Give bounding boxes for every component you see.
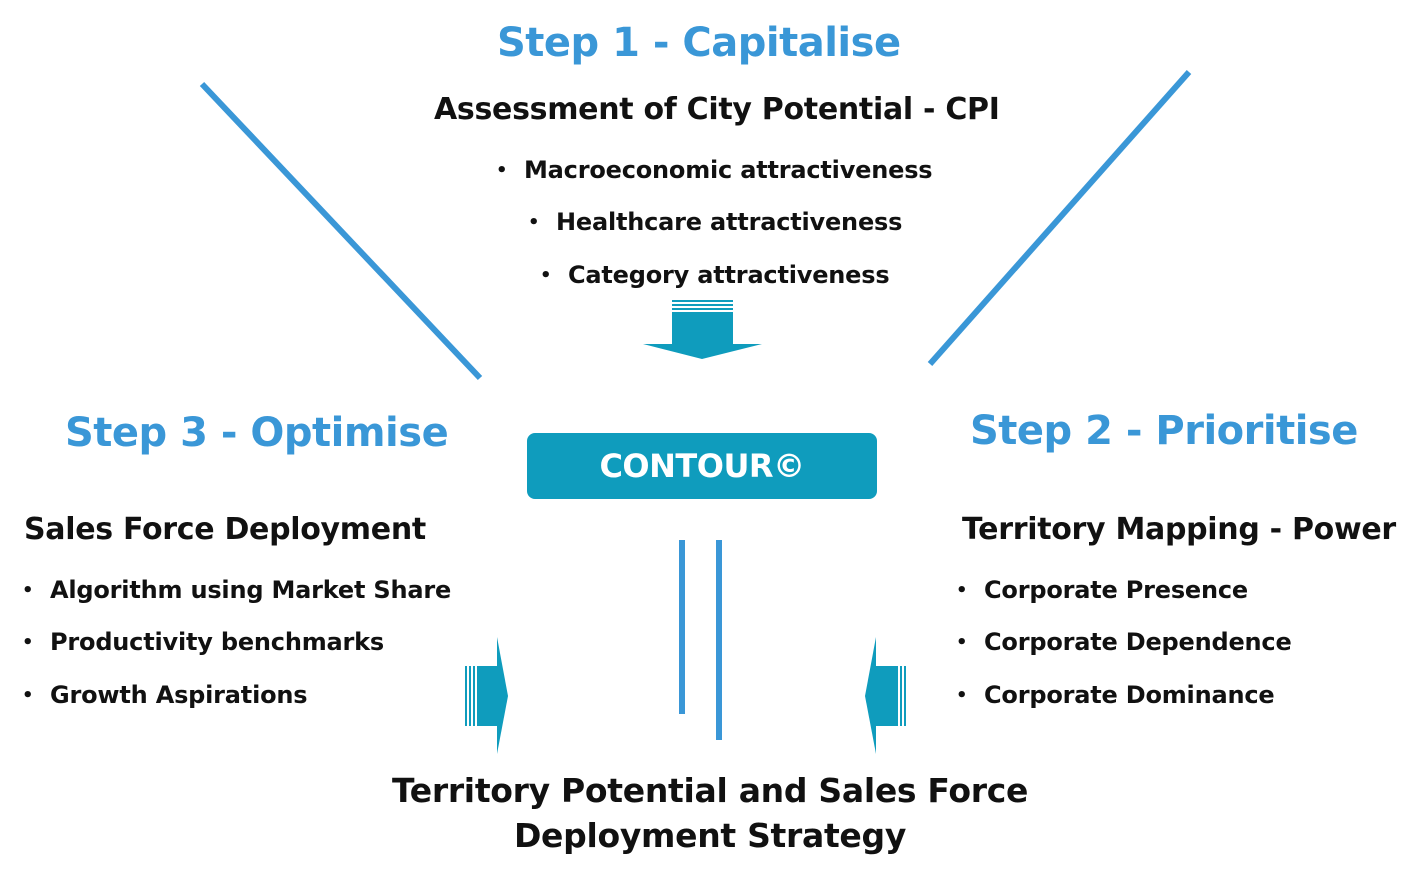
step2-bullet-item: • Corporate Dependence [956, 628, 1292, 656]
step3-bullet-text: Productivity benchmarks [50, 628, 384, 656]
step1-bullet-text: Macroeconomic attractiveness [524, 156, 933, 184]
step2-bullet-text: Corporate Presence [984, 576, 1248, 604]
step2-bullet-text: Corporate Dependence [984, 628, 1292, 656]
step2-bullet-text: Corporate Dominance [984, 681, 1275, 709]
step3-bullet-text: Algorithm using Market Share [50, 576, 452, 604]
diagonal-line-right [927, 70, 1192, 366]
diagonal-line-left [199, 81, 483, 381]
arrow-left-icon [865, 637, 906, 754]
step3-bullet-item: • Algorithm using Market Share [22, 576, 451, 604]
step3-bullet-text: Growth Aspirations [50, 681, 308, 709]
bullet-icon: • [956, 685, 968, 706]
bullet-icon: • [956, 580, 968, 601]
bullet-icon: • [22, 685, 34, 706]
result-line-2: Deployment Strategy [513, 816, 907, 855]
step1-bullet-text: Category attractiveness [568, 261, 890, 289]
step1-bullet-item: • Category attractiveness [540, 261, 890, 289]
step1-bullet-item: • Macroeconomic attractiveness [496, 156, 933, 184]
step1-bullet-item: • Healthcare attractiveness [528, 208, 902, 236]
step2-subtitle: Territory Mapping - Power [962, 512, 1396, 547]
step1-subtitle: Assessment of City Potential - CPI [434, 92, 1000, 127]
step3-subtitle: Sales Force Deployment [24, 512, 426, 547]
result-title: Territory Potential and Sales Force Depl… [360, 768, 1060, 858]
step3-bullet-item: • Growth Aspirations [22, 681, 308, 709]
step3-title: Step 3 - Optimise [65, 410, 449, 456]
bullet-icon: • [22, 580, 34, 601]
bullet-icon: • [528, 212, 540, 233]
step2-bullet-item: • Corporate Presence [956, 576, 1248, 604]
bullet-icon: • [540, 265, 552, 286]
step1-bullet-text: Healthcare attractiveness [556, 208, 903, 236]
contour-box: CONTOUR© [527, 433, 877, 499]
step1-title: Step 1 - Capitalise [497, 20, 901, 66]
arrow-down-icon [643, 300, 762, 359]
step3-bullet-item: • Productivity benchmarks [22, 628, 384, 656]
bullet-icon: • [22, 632, 34, 653]
bullet-icon: • [496, 160, 508, 181]
result-line-1: Territory Potential and Sales Force [391, 771, 1029, 810]
step2-title: Step 2 - Prioritise [970, 408, 1358, 454]
bullet-icon: • [956, 632, 968, 653]
arrow-right-icon [465, 637, 508, 754]
contour-label: CONTOUR© [599, 447, 805, 485]
step2-bullet-item: • Corporate Dominance [956, 681, 1275, 709]
